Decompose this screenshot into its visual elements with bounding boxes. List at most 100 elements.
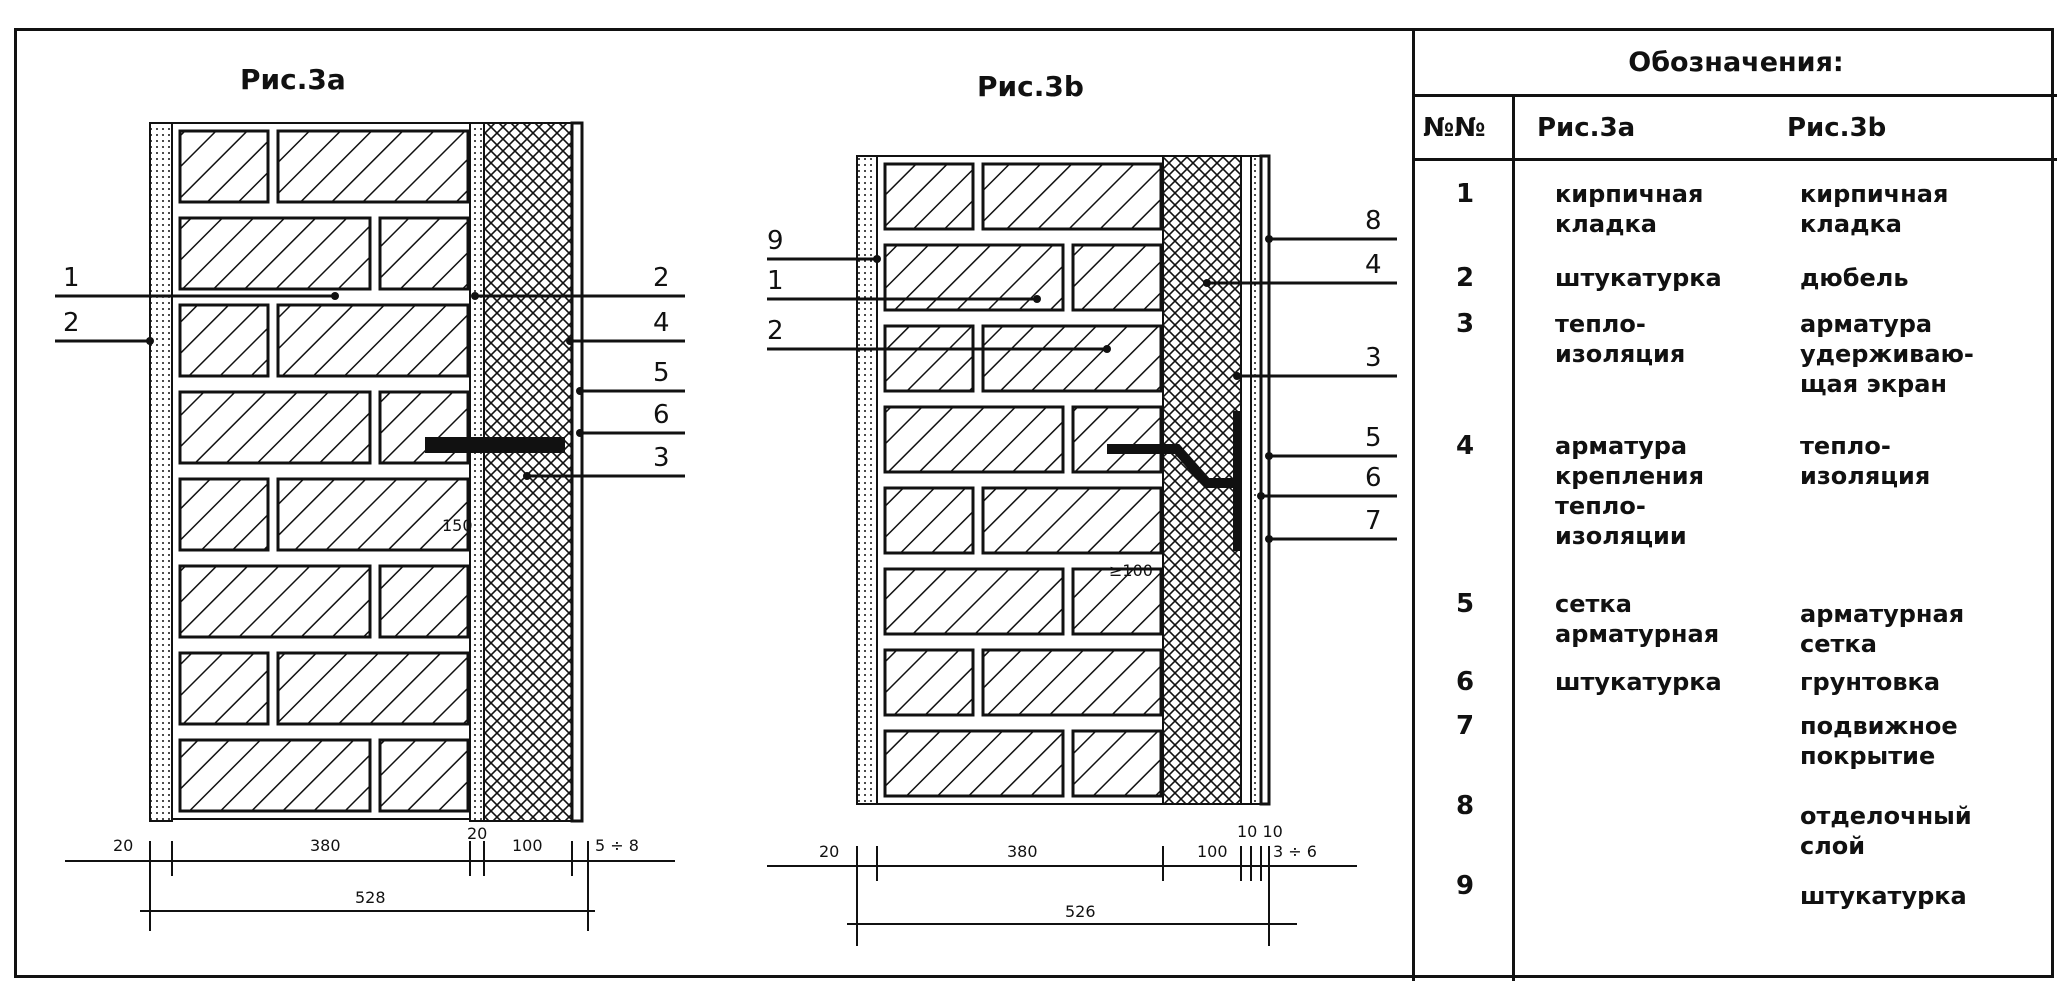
- dim-label: 10 10: [1237, 822, 1283, 841]
- callout-number: 8: [1365, 206, 1382, 236]
- brick: [883, 648, 975, 717]
- middle-plaster: [469, 122, 485, 822]
- legend-title: Обозначения:: [1415, 31, 2057, 97]
- header-fig-3b: Рис.3b: [1787, 113, 1887, 143]
- legend-fig-3b-text: подвижное покрытие: [1800, 712, 1958, 770]
- leader-dot: [873, 255, 881, 263]
- legend-row-number: 6: [1455, 667, 1475, 697]
- legend-row-number: 2: [1455, 263, 1475, 293]
- brick: [1071, 243, 1163, 312]
- legend-fig-3a-text: кирпичная кладка: [1555, 180, 1704, 238]
- legend-fig-3b-text: арматура удерживаю- щая экран: [1800, 310, 1974, 398]
- callout-number: 7: [1365, 506, 1382, 536]
- brick: [178, 477, 270, 552]
- legend-row-number: 1: [1455, 179, 1475, 209]
- dimensions-3b: 20 380 100 10 10 3 ÷ 6 526 ≥100: [767, 561, 1357, 946]
- dim-label: 150: [442, 516, 473, 535]
- brick: [883, 729, 1065, 798]
- figure-3a-title: Рис.3а: [240, 63, 346, 96]
- dimensions-3a: 20 380 20 100 5 ÷ 8 528 150: [65, 516, 675, 931]
- legend-fig-3a-text: сетка арматурная: [1555, 590, 1720, 648]
- thermal-insulation: [483, 122, 573, 822]
- leader-dot: [576, 387, 584, 395]
- dim-label: 3 ÷ 6: [1273, 842, 1317, 861]
- column-divider: [1512, 161, 1515, 981]
- legend-fig-3b-text: отделочный слой: [1800, 802, 1972, 860]
- leader-dot: [1265, 235, 1273, 243]
- leader-dot: [576, 429, 584, 437]
- leader-dot: [566, 337, 574, 345]
- legend-fig-3b-text: дюбель: [1800, 264, 1909, 292]
- brick: [981, 486, 1163, 555]
- legend-row-number: 8: [1455, 791, 1475, 821]
- brick: [981, 648, 1163, 717]
- callout-number: 2: [653, 263, 670, 293]
- callout-number: 3: [653, 443, 670, 473]
- dowel: [1107, 444, 1237, 488]
- legend-fig-3a-text: штукатурка: [1555, 264, 1722, 292]
- leader-dot: [331, 292, 339, 300]
- inner-plaster: [149, 122, 173, 822]
- leader-dot: [1265, 452, 1273, 460]
- dim-label: 20: [819, 842, 839, 861]
- dim-label: 100: [1197, 842, 1228, 861]
- legend-fig-3b-text: штукатурка: [1800, 882, 1967, 910]
- brick: [178, 216, 372, 291]
- callout-number: 2: [767, 316, 784, 346]
- dim-label: 100: [512, 836, 543, 855]
- outer-plaster: [570, 121, 584, 823]
- leader-dot: [1257, 492, 1265, 500]
- leader-dot: [1233, 372, 1241, 380]
- legend-table: Обозначения: №№ Рис.3а Рис.3b 1 кирпичная…: [1412, 31, 2057, 981]
- brick: [276, 303, 470, 378]
- leader-dot: [1033, 295, 1041, 303]
- legend-header-row: №№ Рис.3а Рис.3b: [1415, 97, 2057, 161]
- legend-row-number: 4: [1455, 431, 1475, 461]
- callout-number: 9: [767, 226, 784, 256]
- brick: [178, 303, 270, 378]
- brick: [276, 477, 470, 552]
- legend-fig-3a-text: тепло- изоляция: [1555, 310, 1686, 368]
- callout-number: 6: [653, 400, 670, 430]
- drawing-frame: Рис.3а 1 2 2 4 5 6 3 20 380 20 100 5 ÷ 8: [14, 28, 2057, 981]
- dim-label: 526: [1065, 902, 1096, 921]
- brick: [378, 564, 470, 639]
- callout-number: 6: [1365, 463, 1382, 493]
- dim-label: 380: [1007, 842, 1038, 861]
- brick: [276, 129, 470, 204]
- brick: [883, 567, 1065, 636]
- leader-dot: [471, 292, 479, 300]
- legend-fig-3a-text: штукатурка: [1555, 668, 1722, 696]
- reinforcing-mesh-layer: [1240, 155, 1252, 805]
- brick: [1071, 405, 1163, 474]
- legend-fig-3b-text: грунтовка: [1800, 668, 1941, 696]
- dim-label: 5 ÷ 8: [595, 836, 639, 855]
- dim-label: 528: [355, 888, 386, 907]
- legend-row-number: 7: [1455, 711, 1475, 741]
- header-fig-3a: Рис.3а: [1537, 113, 1636, 143]
- dim-label: ≥100: [1109, 561, 1153, 580]
- brick: [378, 390, 470, 465]
- callout-number: 5: [1365, 423, 1382, 453]
- brick: [883, 324, 975, 393]
- legend-fig-3a-text: арматура крепления тепло- изоляции: [1555, 432, 1704, 550]
- brick: [178, 390, 372, 465]
- header-number: №№: [1415, 97, 1515, 158]
- brick: [1071, 729, 1163, 798]
- callout-number: 2: [63, 308, 80, 338]
- inner-plaster: [856, 155, 878, 805]
- leader-dot: [523, 472, 531, 480]
- leader-dot: [1265, 535, 1273, 543]
- dim-label: 20: [113, 836, 133, 855]
- brick: [883, 162, 975, 231]
- leader-dot: [146, 337, 154, 345]
- brick: [178, 564, 372, 639]
- brick-masonry: [876, 155, 1164, 805]
- legend-row-number: 9: [1455, 871, 1475, 901]
- brick: [883, 405, 1065, 474]
- legend-row-number: 3: [1455, 309, 1475, 339]
